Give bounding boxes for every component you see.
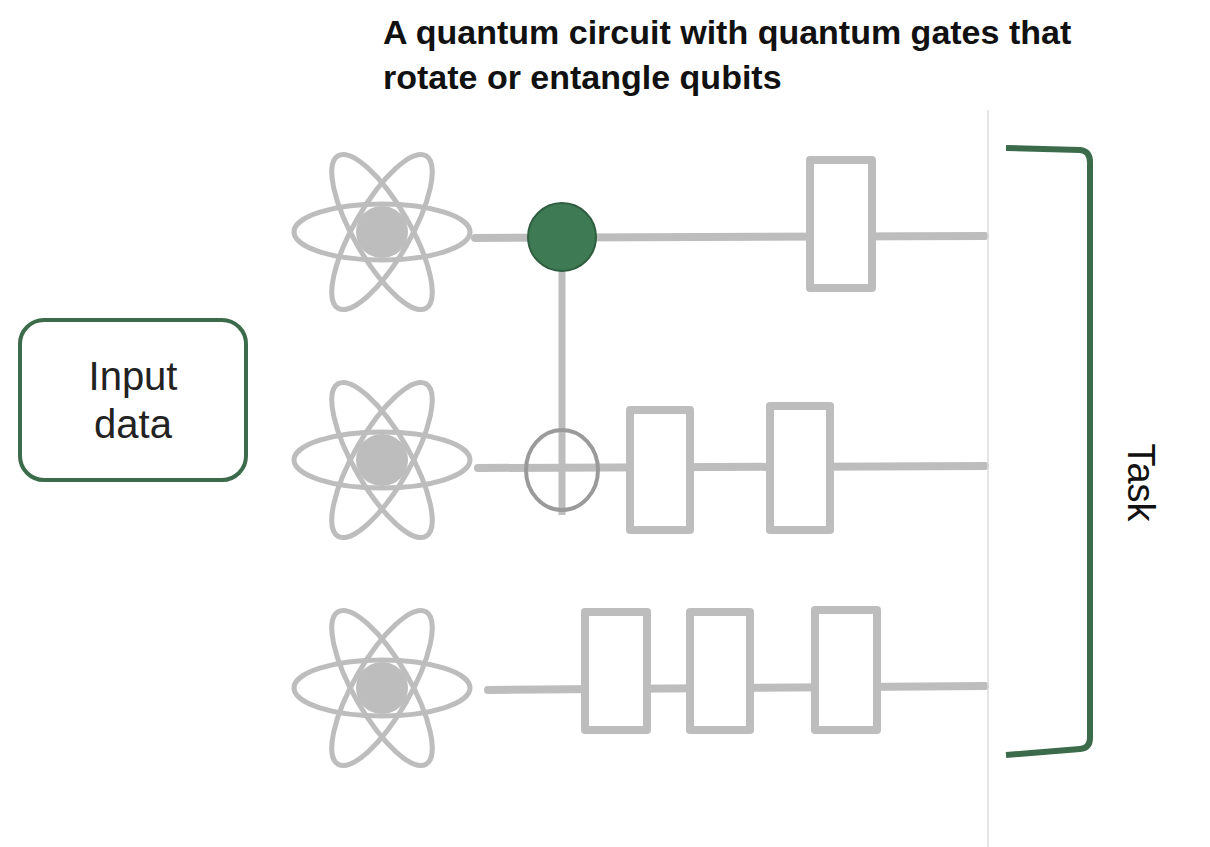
- cnot-line: [559, 237, 566, 515]
- input-box: Input data: [18, 318, 248, 482]
- cnot-target: [526, 430, 598, 510]
- rotation-gate: [630, 410, 690, 530]
- cnot-gate: [526, 203, 598, 515]
- task-bracket: [1006, 148, 1090, 755]
- divider-line: [987, 110, 989, 847]
- gates: [585, 160, 877, 730]
- rotation-gate: [810, 160, 872, 288]
- qubit-atom: [294, 142, 470, 322]
- atoms: [294, 142, 470, 778]
- cnot-control: [528, 203, 596, 271]
- qubit-wire: [478, 466, 985, 468]
- qubit-atom: [294, 370, 470, 550]
- diagram-title: A quantum circuit with quantum gates tha…: [383, 10, 1163, 100]
- qubit-atom: [294, 598, 470, 778]
- rotation-gate: [815, 610, 877, 730]
- node-label: Input data: [58, 352, 208, 448]
- rotation-gate: [770, 406, 830, 530]
- rotation-gate: [690, 612, 750, 730]
- rotation-gate: [585, 612, 647, 730]
- task-label: Task: [1119, 443, 1162, 521]
